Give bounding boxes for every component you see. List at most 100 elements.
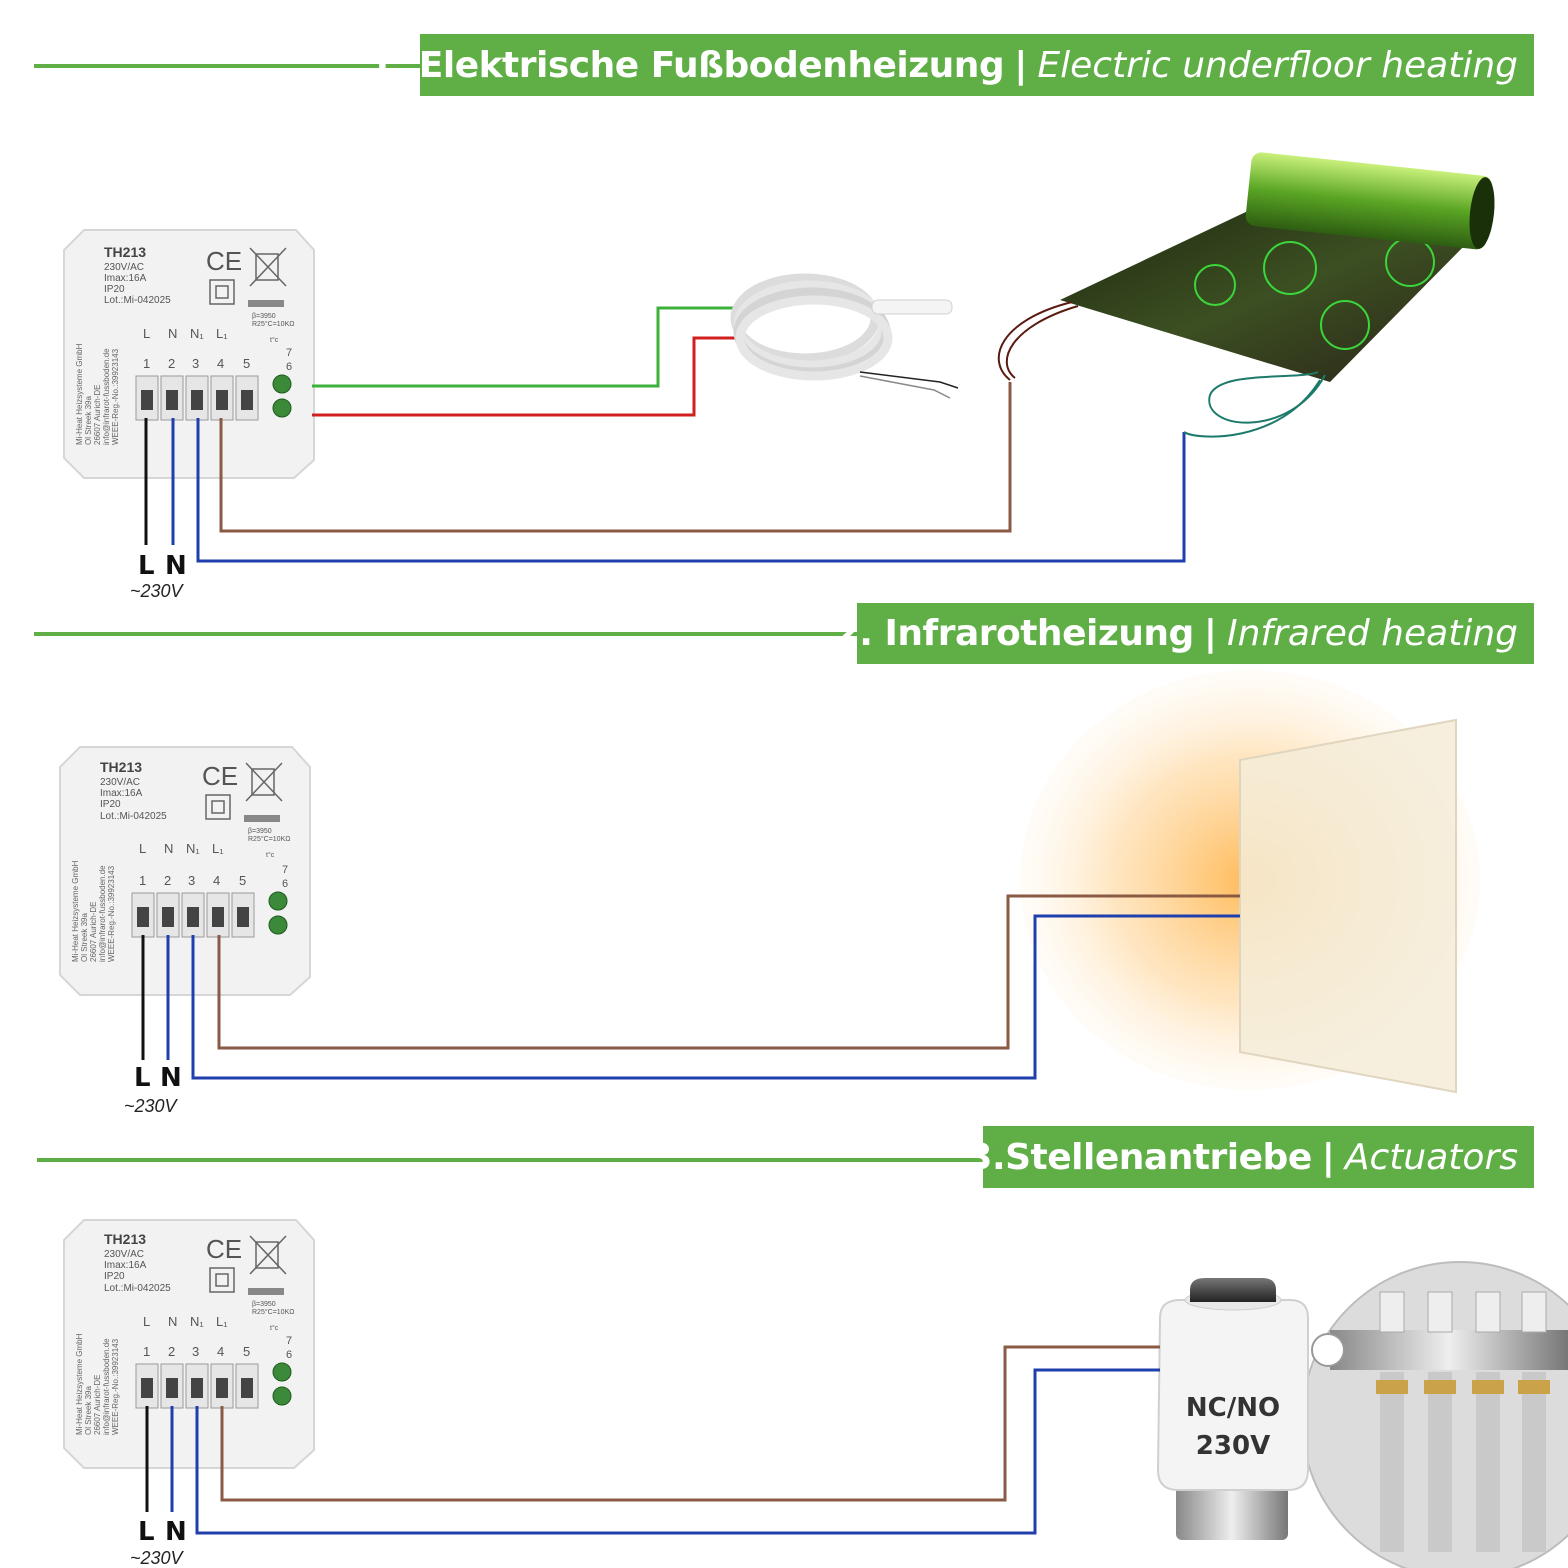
terminal-letter-n: N: [164, 841, 173, 856]
ce-mark: CE: [206, 1234, 242, 1264]
section-2-header: 2. Infrarotheizung | Infrared heating: [835, 603, 1534, 664]
device-ip: IP20: [104, 284, 125, 295]
section-1-rule: [34, 64, 424, 68]
side-text-weee: WEEE-Reg.-No.:39923143: [111, 348, 120, 445]
sensor-tc: t°c: [270, 336, 279, 344]
film-lead-blue: [1183, 371, 1326, 438]
sensor-screw-bottom: [272, 398, 292, 418]
label-bar: [248, 1288, 284, 1295]
section-2-separator: |: [1203, 613, 1217, 654]
side-text-company: Mi-Heat Heizsysteme GmbH: [75, 1333, 84, 1435]
section-1-header: 1. Elektrische Fußbodenheizung | Electri…: [369, 34, 1534, 96]
device-ip: IP20: [104, 1271, 125, 1282]
device-voltage: 230V/AC: [104, 262, 144, 273]
terminal-number-1: 1: [139, 873, 146, 888]
terminal-number-4: 4: [217, 1344, 224, 1359]
terminal-number-2: 2: [164, 873, 171, 888]
supply-n-label: N: [165, 551, 187, 581]
device-current: Imax:16A: [104, 1260, 147, 1271]
device-current: Imax:16A: [100, 788, 143, 799]
section-3-separator: |: [1321, 1136, 1335, 1178]
side-text-street: Ol Streek 39a: [84, 1386, 93, 1435]
side-text-company: Mi-Heat Heizsysteme GmbH: [75, 343, 84, 445]
sensor-number-7: 7: [286, 1335, 292, 1347]
ce-mark: CE: [206, 246, 242, 276]
terminal-number-1: 1: [143, 356, 150, 371]
sensor-screw-bottom: [268, 915, 288, 935]
label-bar: [248, 300, 284, 307]
terminal-letter-n: N: [168, 1314, 177, 1329]
supply-voltage-label: ~230V: [124, 1096, 179, 1116]
terminal-number-1: 1: [143, 1344, 150, 1359]
device-voltage: 230V/AC: [104, 1249, 144, 1260]
pressure-gauge-icon: [1311, 1333, 1345, 1367]
side-text-street: Ol Streek 39a: [84, 396, 93, 445]
terminal-block: [135, 375, 259, 421]
sensor-resistance: R25°C=10KΩ: [252, 320, 294, 328]
wire-blue-neutral-to-film: [196, 418, 1186, 563]
terminal-number-3: 3: [192, 1344, 199, 1359]
sensor-screw-top: [272, 1362, 292, 1382]
side-text-company: Mi-Heat Heizsysteme GmbH: [71, 860, 80, 962]
side-text-weee: WEEE-Reg.-No.:39923143: [107, 865, 116, 962]
terminal-letter-n1: N₁: [190, 1314, 204, 1329]
terminal-number-3: 3: [188, 873, 195, 888]
side-text-city: 26607 Aurich-DE: [89, 902, 98, 962]
manufacturer-side-text: Mi-Heat Heizsysteme GmbH Ol Streek 39a 2…: [71, 860, 116, 962]
terminal-block: [135, 1363, 259, 1409]
wire-brown-to-actuator: [220, 1345, 1160, 1502]
label-bar: [244, 815, 280, 822]
supply-n-label: N: [160, 1063, 182, 1093]
section-3-title-de: 3.Stellenantriebe: [967, 1136, 1312, 1178]
sensor-lead-grey: [859, 375, 951, 399]
terminal-number-2: 2: [168, 356, 175, 371]
side-text-city: 26607 Aurich-DE: [93, 1375, 102, 1435]
section-3-wires: [145, 1345, 1160, 1535]
sensor-screw-top: [272, 374, 292, 394]
terminal-number-2: 2: [168, 1344, 175, 1359]
weee-bin-icon: [245, 762, 283, 802]
device-lot: Lot.:Mi-042025: [104, 295, 171, 306]
side-text-email: info@infrarot-fussboden.de: [102, 1338, 111, 1435]
sensor-resistance: R25°C=10KΩ: [252, 1308, 294, 1316]
section-2-title-de: 2. Infrarotheizung: [834, 613, 1195, 654]
terminal-letter-n: N: [168, 326, 177, 341]
thermostat-device-1: TH213 230V/AC Imax:16A IP20 Lot.:Mi-0420…: [63, 229, 315, 479]
thermostat-device-3: TH213 230V/AC Imax:16A IP20 Lot.:Mi-0420…: [63, 1219, 315, 1469]
terminal-letter-l: L: [139, 841, 146, 856]
section-1-title-en: Electric underfloor heating: [1037, 44, 1518, 86]
sensor-tc: t°c: [266, 851, 275, 859]
thermal-actuator: [1156, 1278, 1309, 1540]
device-ip: IP20: [100, 799, 121, 810]
terminal-number-5: 5: [239, 873, 246, 888]
section-2-rule: [34, 632, 860, 636]
sensor-beta: β=3950: [252, 313, 276, 320]
heating-film: [1060, 152, 1495, 382]
supply-n-label: N: [165, 1517, 187, 1547]
manufacturer-side-text: Mi-Heat Heizsysteme GmbH Ol Streek 39a 2…: [75, 343, 120, 445]
double-insulation-icon: [205, 794, 231, 820]
terminal-letter-l1: L₁: [216, 326, 228, 341]
terminal-number-5: 5: [243, 1344, 250, 1359]
terminal-number-4: 4: [217, 356, 224, 371]
weee-bin-icon: [249, 247, 287, 287]
device-model: TH213: [104, 244, 146, 260]
sensor-lead-black: [859, 371, 959, 389]
sensor-number-7: 7: [282, 864, 288, 876]
device-lot: Lot.:Mi-042025: [100, 811, 167, 822]
supply-l-label: L: [138, 1517, 155, 1547]
ce-mark: CE: [202, 761, 238, 791]
actuator-voltage-label: 230V: [1196, 1431, 1270, 1461]
device-voltage: 230V/AC: [100, 777, 140, 788]
terminal-number-5: 5: [243, 356, 250, 371]
supply-voltage-label: ~230V: [130, 581, 185, 601]
wire-green-sensor: [312, 306, 740, 388]
sensor-beta: β=3950: [252, 1301, 276, 1308]
manufacturer-side-text: Mi-Heat Heizsysteme GmbH Ol Streek 39a 2…: [75, 1333, 120, 1435]
device-lot: Lot.:Mi-042025: [104, 1283, 171, 1294]
infrared-panel: [1239, 718, 1457, 1094]
wire-red-sensor: [312, 336, 740, 417]
sensor-screw-bottom: [272, 1386, 292, 1406]
sensor-screw-top: [268, 891, 288, 911]
